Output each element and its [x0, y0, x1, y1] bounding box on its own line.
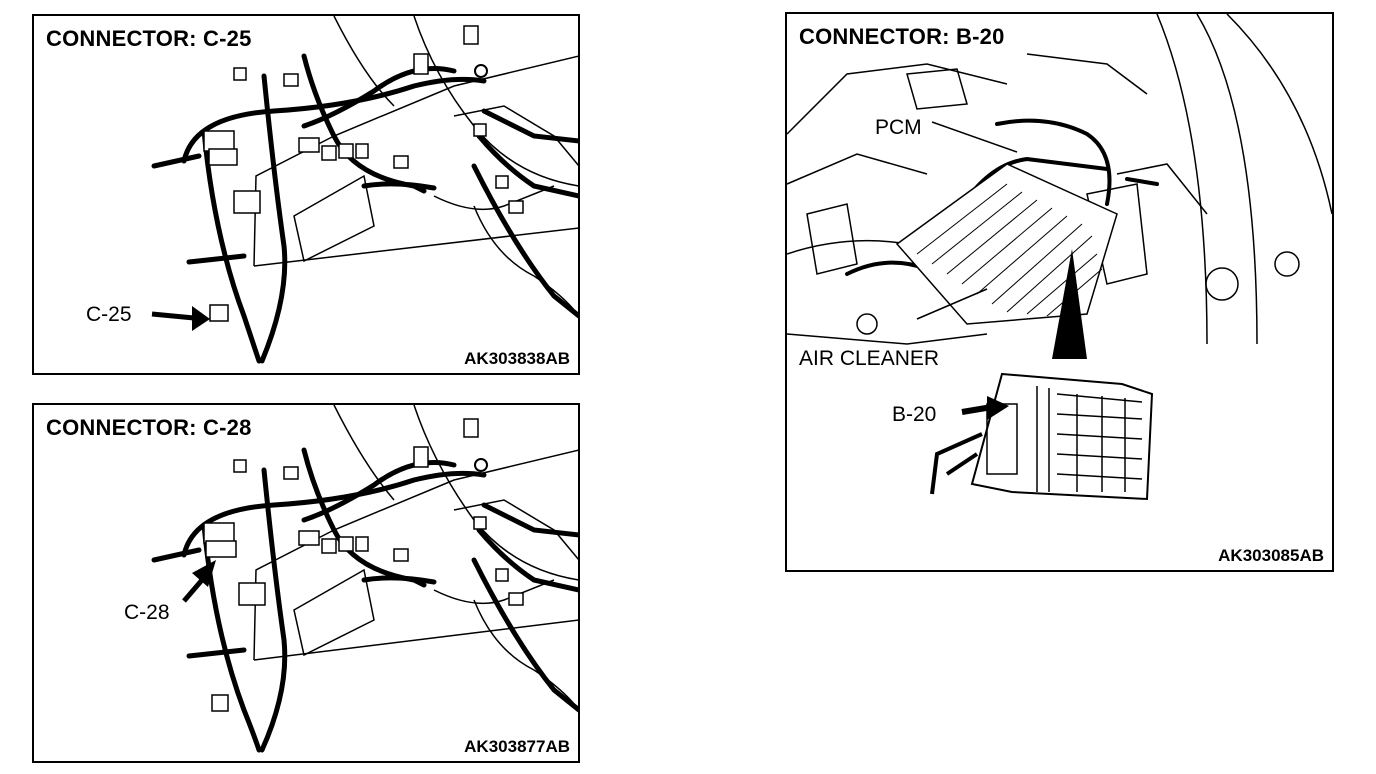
connector-callout-label: C-25 [84, 303, 134, 327]
panel-title: CONNECTOR: C-25 [42, 26, 256, 52]
connector-callout-label: C-28 [122, 601, 172, 625]
engine-bay-illustration [787, 14, 1332, 501]
figure-code: AK303877AB [464, 737, 570, 756]
dashboard-harness-illustration [151, 405, 578, 753]
figure-panel-c25: CONNECTOR: C-25 C-25 AK303838AB [32, 14, 580, 375]
pcm-label: PCM [873, 116, 924, 140]
panel-title: CONNECTOR: C-28 [42, 415, 256, 441]
figure-code: AK303085AB [1218, 546, 1324, 565]
dashboard-harness-illustration [151, 16, 578, 364]
figure-panel-c28: CONNECTOR: C-28 C-28 AK303877AB [32, 403, 580, 763]
figure-panel-b20: CONNECTOR: B-20 PCM AIR CLEANER B-20 AK3… [785, 12, 1334, 572]
panel-title: CONNECTOR: B-20 [795, 24, 1009, 50]
connector-callout-label: B-20 [890, 403, 939, 427]
air-cleaner-label: AIR CLEANER [797, 347, 942, 371]
figure-code: AK303838AB [464, 349, 570, 368]
